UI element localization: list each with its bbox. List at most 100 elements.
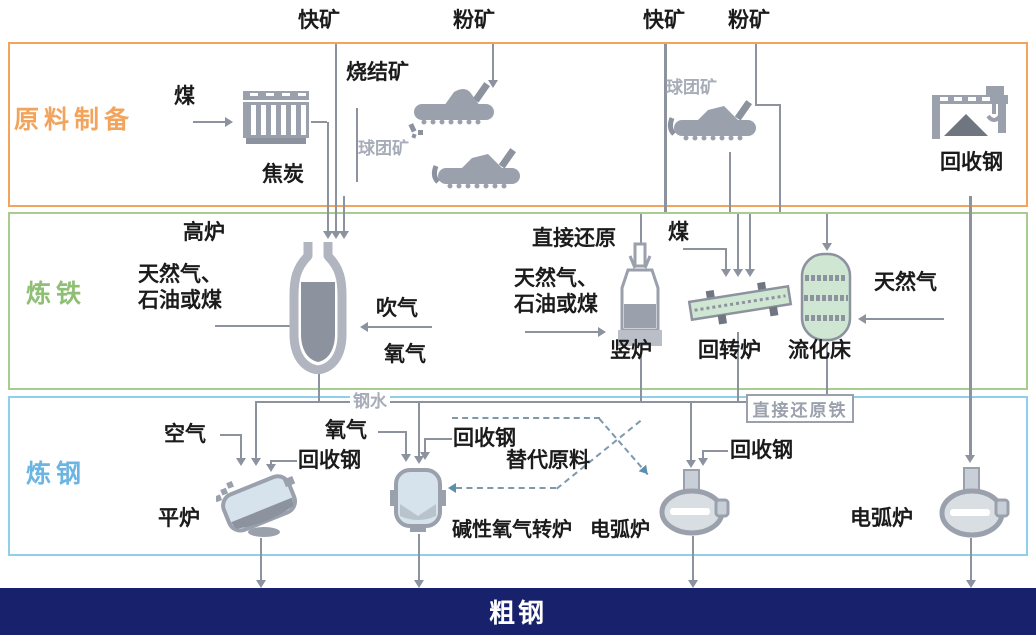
label-rotary-kiln: 回转炉 [698,339,761,362]
flow-line [327,122,329,232]
input-fine-ore-1: 粉矿 [453,9,495,32]
arrow [360,322,368,332]
arrow [256,580,266,588]
label-scrap-steel-2: 回收钢 [453,427,516,450]
arrow [488,80,498,88]
flow-line [779,104,781,212]
flow-line [640,214,642,252]
flow-line [255,401,850,403]
flow-line [690,402,692,462]
label-shaft-furnace: 竖炉 [610,339,652,362]
arrow [598,327,606,337]
flow-line [969,196,972,458]
band-title-steel: 炼钢 [26,460,87,488]
label-crude-steel: 粗钢 [488,598,547,628]
flow-line [318,374,320,402]
flow-line [193,121,225,123]
flow-line [378,431,405,433]
flow-line [343,196,345,232]
arrow [339,231,349,239]
electric-arc-furnace-icon [939,467,1010,538]
label-eaf-2: 电弧炉 [850,507,913,530]
flow-line [749,214,751,272]
label-pellet-ore-2: 球团矿 [666,78,717,97]
arrow [331,231,341,239]
arrow [858,314,866,324]
flow-line [826,344,828,402]
label-eaf-1: 电弧炉 [590,519,650,541]
label-bof: 碱性氧气转炉 [452,519,572,541]
crude-steel-bar: 粗钢 [0,588,1036,635]
label-coal-iron: 煤 [668,221,689,244]
flow-line [240,434,242,460]
flow-line [702,450,728,452]
flow-line [737,332,739,402]
flow-line [418,534,420,582]
flow-line [525,331,599,333]
shaft-furnace-icon [618,242,662,346]
arrow [686,460,696,468]
flow-line [702,450,704,462]
input-lump-ore-1: 快矿 [298,9,340,32]
arrow [420,452,430,460]
arrow [822,243,832,251]
label-fuel-left: 天然气、 石油或煤 [138,263,222,312]
label-pellet-ore-1: 球团矿 [358,139,409,158]
label-coke: 焦炭 [262,163,304,186]
pellet-machine-icon [667,100,756,141]
input-lump-ore-2: 快矿 [643,9,685,32]
band-title-iron: 炼铁 [26,280,87,308]
flow-line [356,108,358,182]
arrow [225,117,233,127]
pellet-machine-icon [431,148,520,189]
flow-line [220,434,240,436]
flow-line [737,214,739,272]
open-hearth-furnace-icon [216,474,298,537]
bof-converter-icon [390,468,446,532]
arrow [721,269,731,277]
label-air: 空气 [164,423,206,446]
label-fuel-mid: 天然气、 石油或煤 [514,267,598,316]
label-blow-gas: 吹气 [376,297,418,320]
arrow [236,458,246,466]
label-sinter-ore: 烧结矿 [346,61,409,84]
flow-line [215,325,295,327]
coke-oven-icon [243,91,309,144]
dashed-flow-line [456,487,556,489]
flow-line [260,538,262,582]
flow-line [424,438,452,440]
arrow [414,580,424,588]
flow-line [725,248,727,272]
input-fine-ore-2: 粉矿 [728,9,770,32]
label-scrap-steel-3: 回收钢 [730,439,793,462]
flow-line [826,214,828,246]
band-title-prep: 原料制备 [14,106,135,134]
arrow [323,231,333,239]
flow-line [755,104,781,106]
arrow [401,454,411,462]
label-open-hearth: 平炉 [158,507,200,530]
label-dri-box: 直接还原铁 [746,394,854,423]
sinter-machine-icon [408,82,494,139]
label-coal-prep: 煤 [174,85,195,108]
flow-line [729,152,731,212]
flow-line [255,402,257,460]
flow-line [664,44,667,212]
flow-line [424,438,426,456]
flow-line [335,44,337,232]
flow-line [368,326,432,328]
band-ironmaking [8,212,1028,390]
label-direct-reduction: 直接还原 [532,227,616,250]
dashed-flow-line [452,417,600,419]
scrap-crane-icon [932,86,1008,139]
label-scrap-steel-1: 回收钢 [298,449,361,472]
flow-line [418,402,420,458]
arrow [745,269,755,277]
flow-line [970,538,972,582]
flow-line [270,460,297,462]
arrow [698,458,708,466]
arrow [733,269,743,277]
band-steelmaking [8,396,1028,556]
fluidized-bed-icon [800,252,852,342]
flow-line [492,44,494,82]
